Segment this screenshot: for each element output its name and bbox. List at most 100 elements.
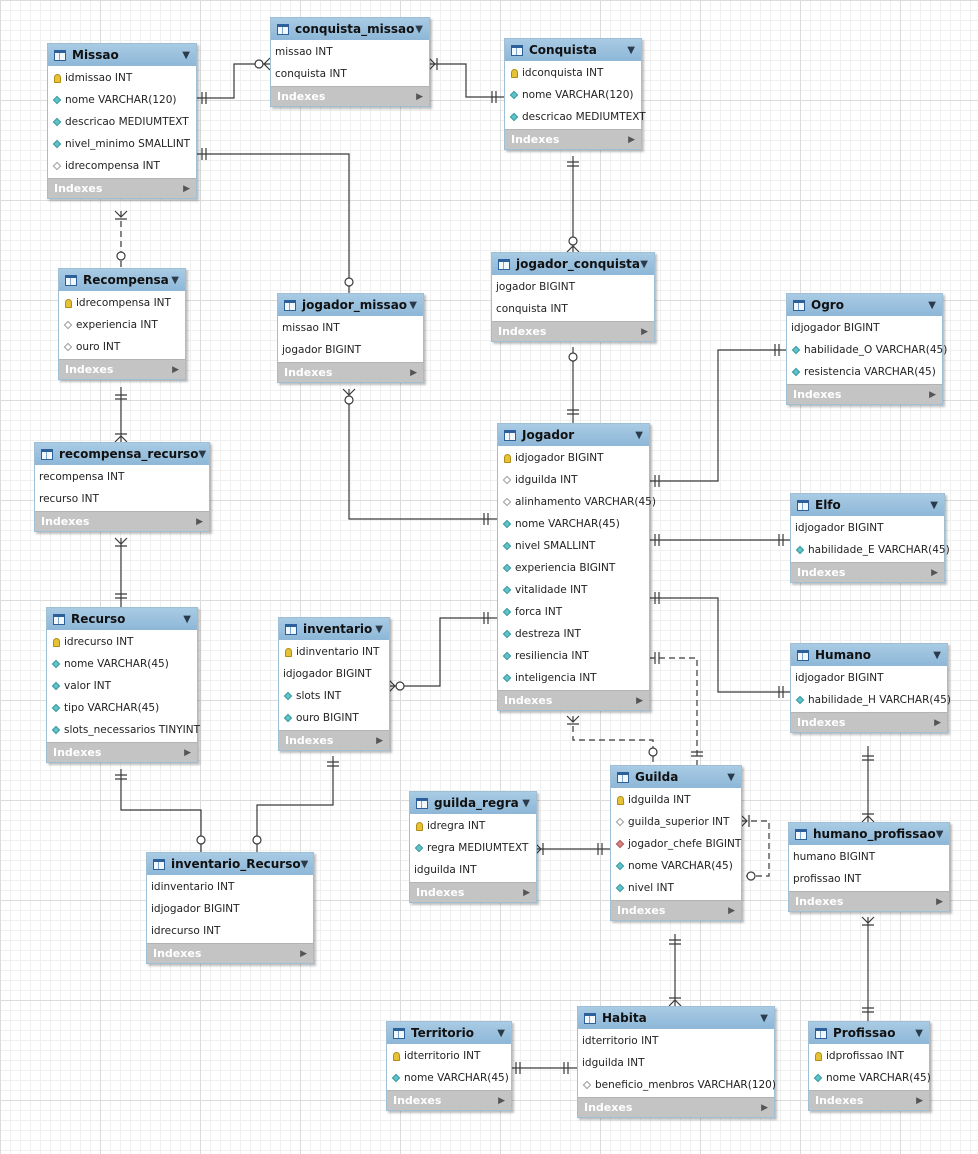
column-row[interactable]: regra MEDIUMTEXT	[410, 837, 536, 859]
column-row[interactable]: idguilda INT	[410, 859, 536, 881]
collapse-arrow-icon[interactable]: ▼	[915, 1027, 923, 1039]
column-row[interactable]: idjogador BIGINT	[147, 898, 313, 920]
indexes-section[interactable]: Indexes▶	[59, 359, 185, 379]
column-row[interactable]: idguilda INT	[611, 789, 741, 811]
indexes-section[interactable]: Indexes▶	[791, 562, 944, 582]
expand-arrow-icon[interactable]: ▶	[523, 887, 530, 898]
column-row[interactable]: nome VARCHAR(45)	[498, 513, 649, 535]
column-row[interactable]: idjogador BIGINT	[791, 667, 947, 689]
indexes-section[interactable]: Indexes▶	[505, 129, 641, 149]
column-row[interactable]: forca INT	[498, 601, 649, 623]
table-header[interactable]: Recurso▼	[47, 608, 197, 630]
column-row[interactable]: descricao MEDIUMTEXT	[48, 111, 196, 133]
column-row[interactable]: jogador BIGINT	[492, 276, 654, 298]
collapse-arrow-icon[interactable]: ▼	[935, 828, 944, 840]
expand-arrow-icon[interactable]: ▶	[628, 134, 635, 145]
expand-arrow-icon[interactable]: ▶	[934, 717, 941, 728]
column-row[interactable]: idjogador BIGINT	[498, 447, 649, 469]
column-row[interactable]: missao INT	[278, 317, 423, 339]
expand-arrow-icon[interactable]: ▶	[300, 948, 307, 959]
collapse-arrow-icon[interactable]: ▼	[635, 429, 643, 441]
expand-arrow-icon[interactable]: ▶	[410, 367, 417, 378]
indexes-section[interactable]: Indexes▶	[789, 891, 949, 911]
column-row[interactable]: guilda_superior INT	[611, 811, 741, 833]
collapse-arrow-icon[interactable]: ▼	[183, 613, 191, 625]
column-row[interactable]: habilidade_H VARCHAR(45)	[791, 689, 951, 711]
expand-arrow-icon[interactable]: ▶	[931, 567, 938, 578]
column-row[interactable]: nome VARCHAR(120)	[505, 84, 641, 106]
column-row[interactable]: destreza INT	[498, 623, 649, 645]
table-header[interactable]: Missao▼	[48, 44, 196, 66]
table-header[interactable]: inventario▼	[279, 618, 389, 640]
indexes-section[interactable]: Indexes▶	[578, 1097, 774, 1117]
column-row[interactable]: nivel SMALLINT	[498, 535, 649, 557]
column-row[interactable]: conquista INT	[271, 63, 429, 85]
table-header[interactable]: Profissao▼	[809, 1022, 929, 1044]
column-row[interactable]: idrecurso INT	[47, 631, 197, 653]
column-row[interactable]: descricao MEDIUMTEXT	[505, 106, 646, 128]
expand-arrow-icon[interactable]: ▶	[929, 389, 936, 400]
column-row[interactable]: ouro INT	[59, 336, 185, 358]
column-row[interactable]: valor INT	[47, 675, 197, 697]
column-row[interactable]: beneficio_menbros VARCHAR(120)	[578, 1074, 776, 1096]
indexes-section[interactable]: Indexes▶	[47, 742, 197, 762]
column-row[interactable]: idinventario INT	[147, 876, 313, 898]
column-row[interactable]: nivel INT	[611, 877, 741, 899]
indexes-section[interactable]: Indexes▶	[279, 730, 389, 750]
column-row[interactable]: nome VARCHAR(45)	[387, 1067, 511, 1089]
expand-arrow-icon[interactable]: ▶	[183, 183, 190, 194]
indexes-section[interactable]: Indexes▶	[278, 362, 423, 382]
indexes-section[interactable]: Indexes▶	[498, 690, 649, 710]
collapse-arrow-icon[interactable]: ▼	[375, 623, 383, 635]
column-row[interactable]: inteligencia INT	[498, 667, 649, 689]
expand-arrow-icon[interactable]: ▶	[916, 1095, 923, 1106]
collapse-arrow-icon[interactable]: ▼	[171, 274, 179, 286]
column-row[interactable]: experiencia INT	[59, 314, 185, 336]
expand-arrow-icon[interactable]: ▶	[498, 1095, 505, 1106]
indexes-section[interactable]: Indexes▶	[271, 86, 429, 106]
column-row[interactable]: idrecompensa INT	[48, 155, 196, 177]
column-row[interactable]: idconquista INT	[505, 62, 641, 84]
column-row[interactable]: nome VARCHAR(120)	[48, 89, 196, 111]
table-header[interactable]: Guilda▼	[611, 766, 741, 788]
column-row[interactable]: idrecurso INT	[147, 920, 313, 942]
table-header[interactable]: inventario_Recurso▼	[147, 853, 313, 875]
table-header[interactable]: jogador_conquista▼	[492, 253, 654, 275]
column-row[interactable]: idprofissao INT	[809, 1045, 929, 1067]
column-row[interactable]: humano BIGINT	[789, 846, 949, 868]
column-row[interactable]: nivel_minimo SMALLINT	[48, 133, 196, 155]
expand-arrow-icon[interactable]: ▶	[172, 364, 179, 375]
indexes-section[interactable]: Indexes▶	[48, 178, 196, 198]
column-row[interactable]: resiliencia INT	[498, 645, 649, 667]
expand-arrow-icon[interactable]: ▶	[761, 1102, 768, 1113]
column-row[interactable]: experiencia BIGINT	[498, 557, 649, 579]
indexes-section[interactable]: Indexes▶	[809, 1090, 929, 1110]
table-header[interactable]: Jogador▼	[498, 424, 649, 446]
table-header[interactable]: recompensa_recurso▼	[35, 443, 209, 465]
column-row[interactable]: jogador BIGINT	[278, 339, 423, 361]
expand-arrow-icon[interactable]: ▶	[936, 896, 943, 907]
table-header[interactable]: Territorio▼	[387, 1022, 511, 1044]
indexes-section[interactable]: Indexes▶	[35, 511, 209, 531]
column-row[interactable]: idregra INT	[410, 815, 536, 837]
column-row[interactable]: idguilda INT	[498, 469, 649, 491]
column-row[interactable]: resistencia VARCHAR(45)	[787, 361, 942, 383]
column-row[interactable]: idjogador BIGINT	[787, 317, 942, 339]
column-row[interactable]: missao INT	[271, 41, 429, 63]
column-row[interactable]: profissao INT	[789, 868, 949, 890]
table-header[interactable]: Elfo▼	[791, 494, 944, 516]
